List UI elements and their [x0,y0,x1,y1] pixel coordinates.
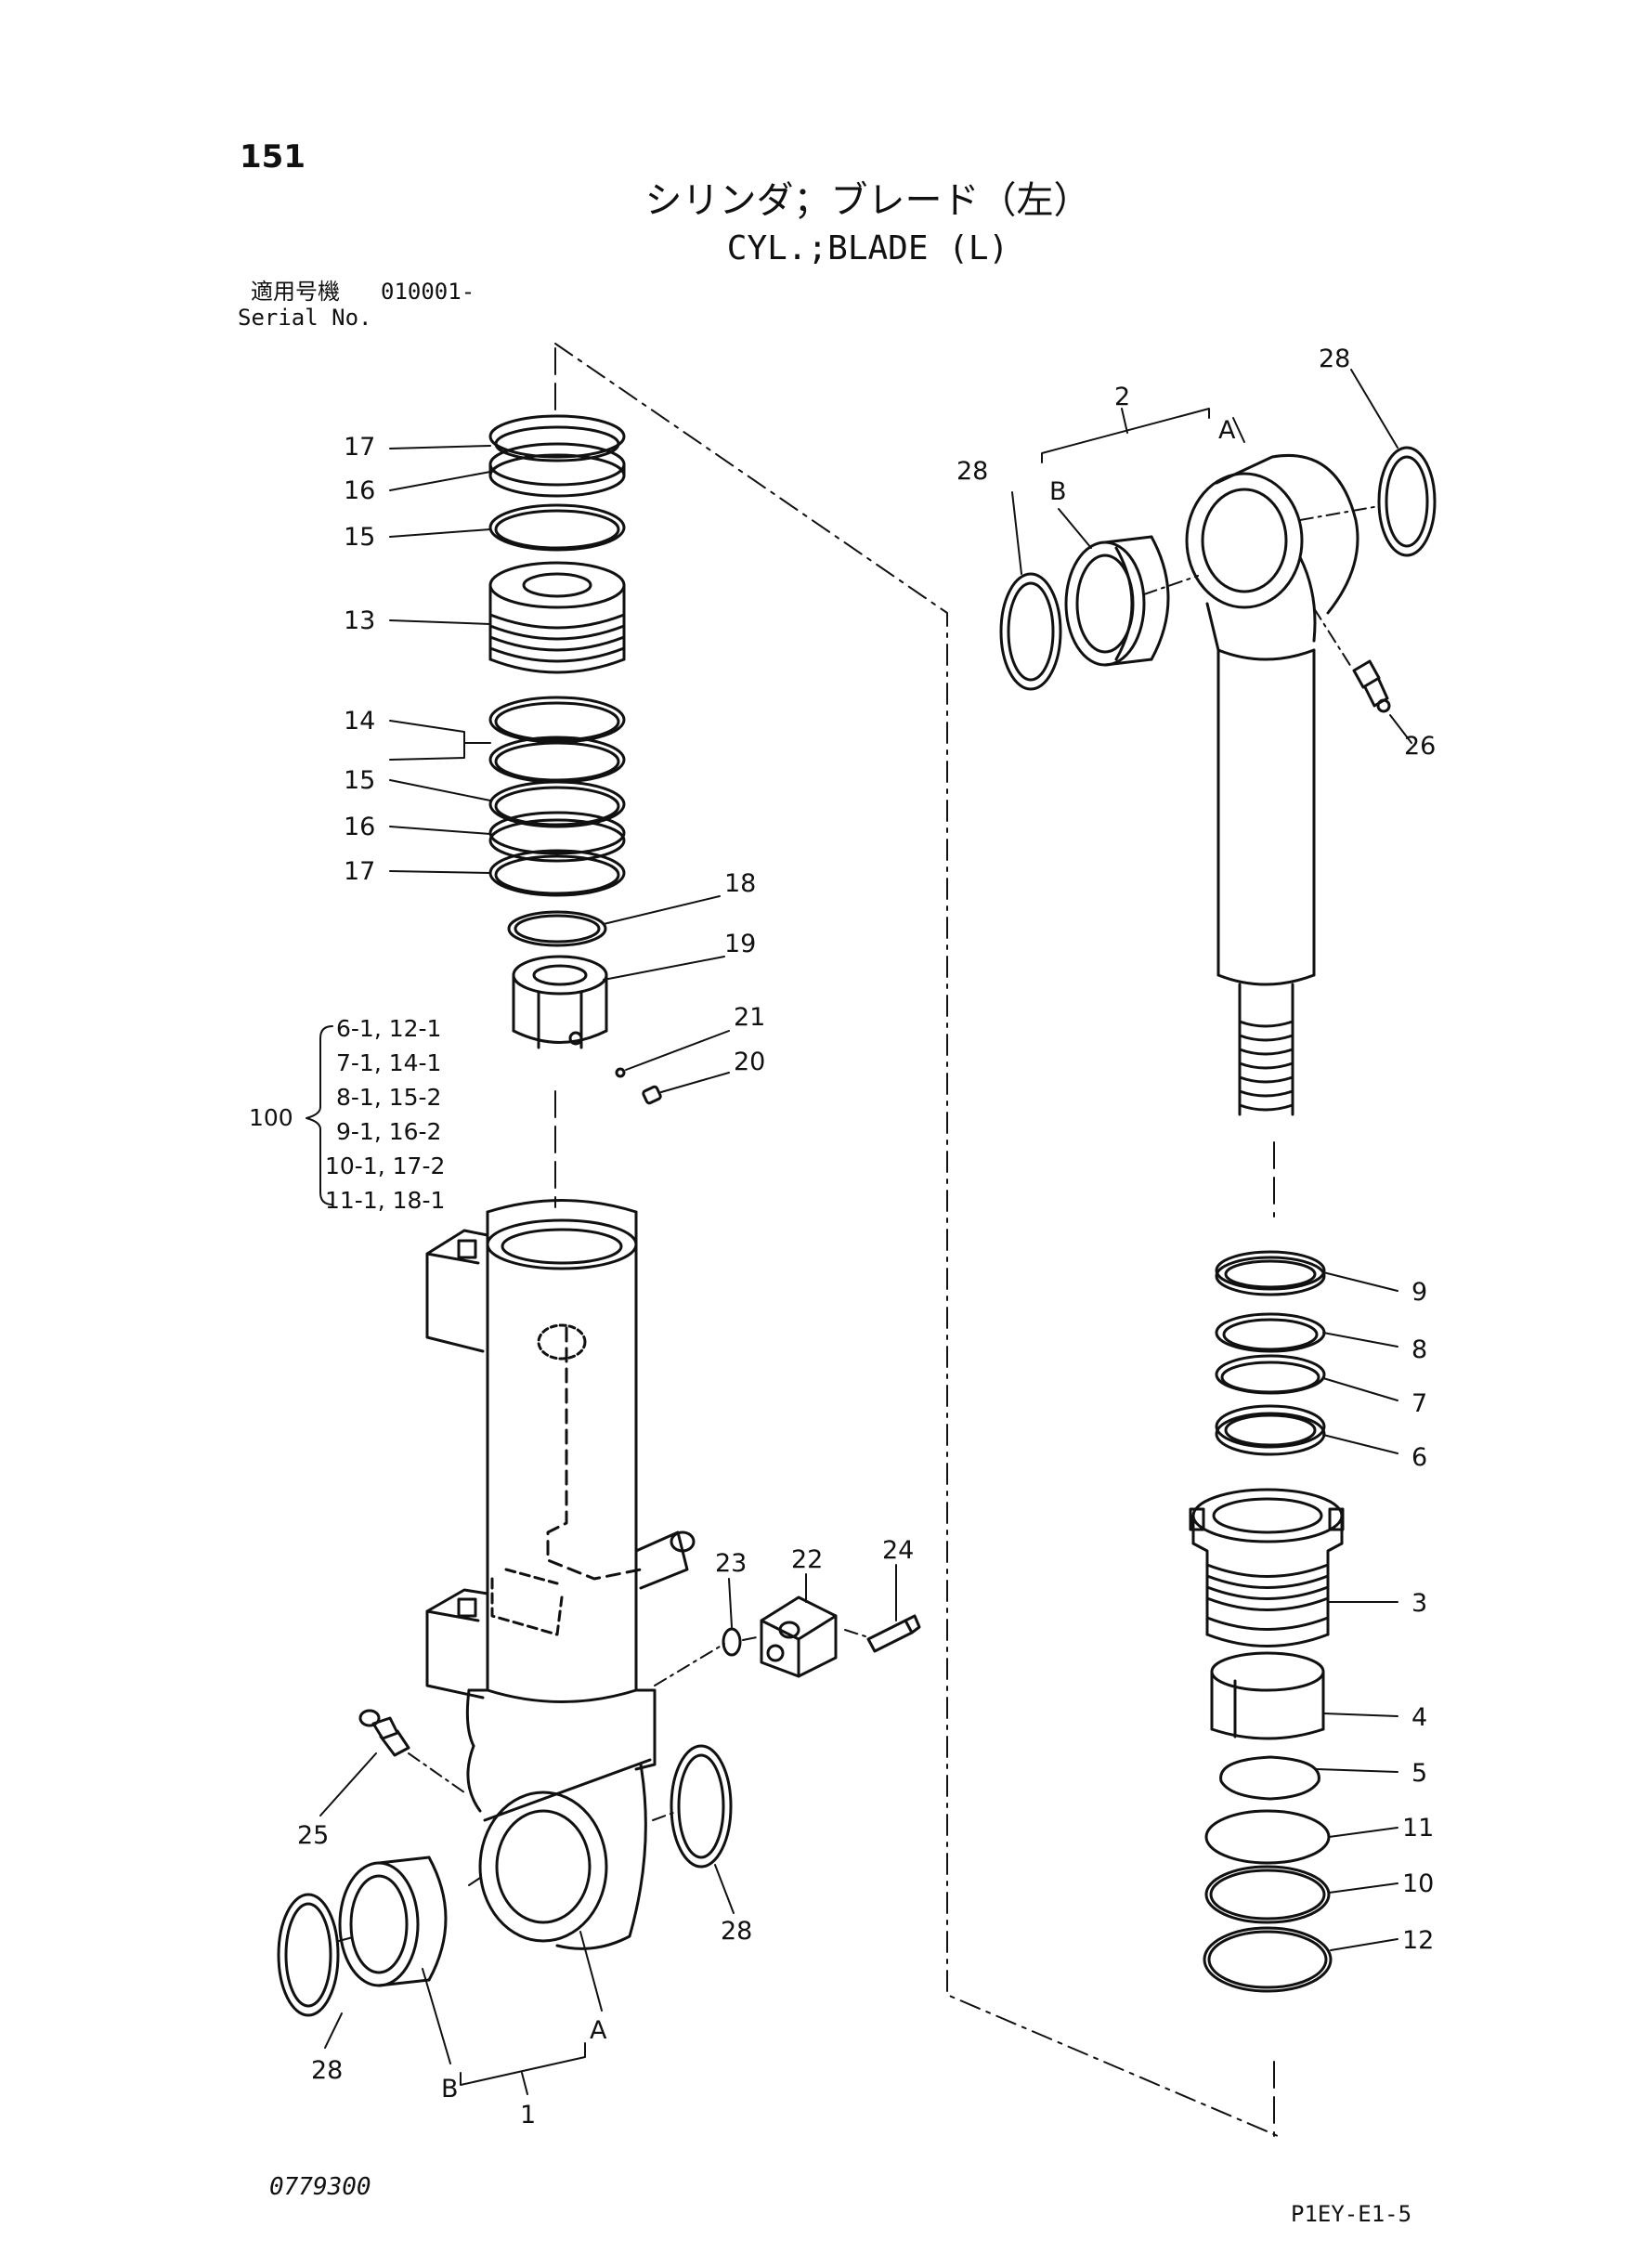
callout-b: B [1049,477,1067,506]
part-b-bushing-left [338,1856,448,1987]
part-15-ring-bottom [488,780,626,828]
callout-16: 16 [344,476,375,505]
connector-lines [338,505,1380,1942]
callout-9: 9 [1411,1278,1427,1307]
part-26-grease-nipple [1352,659,1391,713]
callout-a: A [1218,416,1236,445]
callout-15: 15 [344,523,375,552]
callout-2: 2 [1114,383,1130,411]
part-23-o-ring [722,1627,742,1657]
part-18-washer [507,910,607,947]
part-10-backup-ring [1204,1865,1331,1924]
title-japanese: シリンダ；ブレード（左） [644,179,1091,222]
part-12-o-ring [1203,1926,1333,1993]
callout-labels: 17 16 15 13 14 15 16 17 18 19 21 20 23 2… [249,345,1436,2129]
callout-11: 11 [1402,1814,1434,1843]
callout-a: A [590,2016,607,2045]
callout-1: 1 [520,2101,536,2129]
callout-14: 14 [344,707,375,736]
callout-22: 22 [791,1545,823,1574]
part-28-seal-lower-left [277,1893,340,2017]
callout-16: 16 [344,813,375,841]
callout-23: 23 [715,1549,747,1578]
part-5-snap-ring [1219,1755,1320,1801]
callout-4: 4 [1411,1703,1427,1732]
callout-21: 21 [734,1003,765,1032]
serial-value: 010001- [381,279,475,305]
part-17-ring-bottom [488,849,626,897]
serial-label-jp: 適用号機 [251,279,340,305]
document-code: P1EY-E1-5 [1291,2201,1412,2227]
callout-3: 3 [1411,1589,1427,1618]
part-28-seal-upper-left [999,572,1062,691]
title-english: CYL.;BLADE (L) [726,229,1009,267]
part-28-seal-upper-right [1377,446,1437,557]
boundary-lines [554,343,1279,2137]
part-6-ring [1215,1404,1326,1456]
callout-17: 17 [344,857,375,886]
callout-19: 19 [724,930,756,958]
part-9-ring [1215,1250,1326,1296]
part-15-ring-top [488,503,626,552]
callout-13: 13 [344,606,375,635]
callout-5: 5 [1411,1759,1427,1788]
part-b-bushing-right [1064,535,1170,667]
callout-26: 26 [1404,732,1436,761]
callout-7: 7 [1411,1389,1427,1418]
part-24-bolt [866,1614,921,1653]
callout-6: 6 [1411,1443,1427,1472]
part-8-ring [1215,1312,1326,1353]
kit-number: 100 [249,1104,293,1131]
part-16-ring-top [488,442,626,498]
kit-item: 6-1, 12-1 [336,1015,441,1042]
page-number: 151 [240,138,306,176]
callout-28: 28 [956,457,988,486]
leader-lines [306,369,1412,2095]
callout-25: 25 [297,1821,329,1850]
callout-12: 12 [1402,1926,1434,1955]
center-axis-lines [554,347,1275,2137]
part-21-ball [615,1067,626,1078]
kit-item: 8-1, 15-2 [336,1084,441,1111]
part-25-grease-nipple [358,1709,410,1757]
kit-item: 11-1, 18-1 [325,1187,445,1214]
kit-item: 10-1, 17-2 [325,1153,445,1179]
part-1-cylinder-tube [425,1199,696,1950]
part-11-o-ring [1204,1809,1331,1865]
callout-18: 18 [724,869,756,898]
callout-b: B [441,2075,459,2103]
callout-15: 15 [344,766,375,795]
kit-item: 9-1, 16-2 [336,1118,441,1145]
part-2-piston-rod [1185,454,1359,1116]
part-22-flange-block [760,1595,838,1678]
callout-17: 17 [344,433,375,462]
callout-28: 28 [311,2056,343,2085]
part-28-seal-right-of-tube [670,1744,733,1869]
part-19-nut [512,955,608,1049]
part-3-cylinder-head [1189,1488,1345,1647]
kit-item: 7-1, 14-1 [336,1049,441,1076]
callout-28: 28 [721,1917,752,1946]
callout-28: 28 [1319,345,1350,373]
drawing-number: 0779300 [269,2173,371,2201]
part-20-set-screw [642,1085,662,1105]
part-7-ring [1215,1354,1326,1395]
part-16-ring-bottom [488,811,626,863]
part-13-piston [488,561,626,674]
callout-20: 20 [734,1048,765,1076]
callout-24: 24 [882,1536,914,1565]
part-17-ring-top [488,414,626,462]
part-4-bushing [1210,1651,1325,1740]
callout-8: 8 [1411,1335,1427,1364]
part-14-rings [488,696,626,784]
callout-10: 10 [1402,1869,1434,1898]
serial-label-en: Serial No. [238,305,372,331]
